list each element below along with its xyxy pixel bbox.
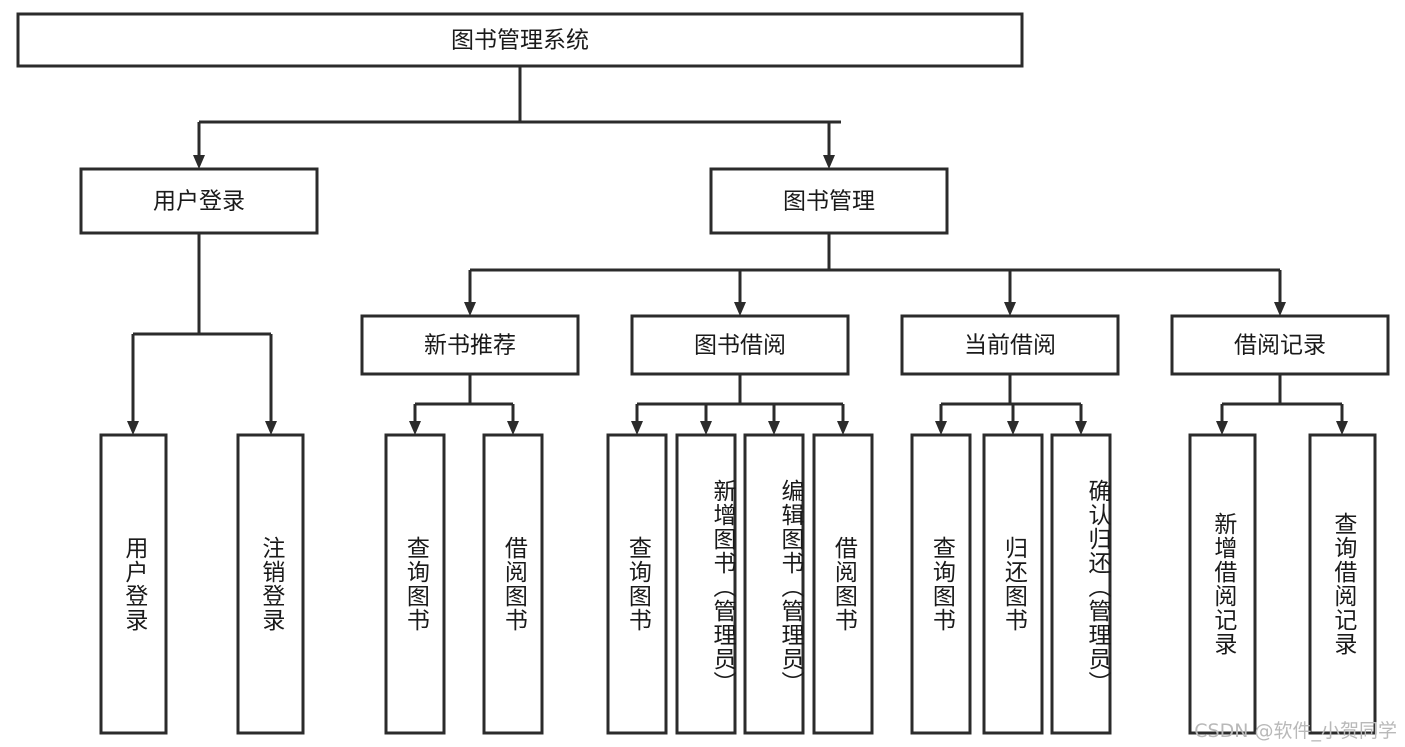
node-book-management[interactable]: 图书管理	[709, 167, 949, 235]
node-current-borrow[interactable]: 当前借阅	[900, 314, 1120, 376]
edge-group-user-login	[127, 233, 277, 435]
arrowhead-nb-c1	[409, 421, 421, 435]
arrowhead-cb-c1	[935, 421, 947, 435]
arrowhead-bb-c4	[837, 421, 849, 435]
node-borrow-record-box[interactable]	[1170, 314, 1390, 376]
edge-group-new-book	[409, 374, 519, 435]
node-root-label: 图书管理系统	[451, 28, 589, 54]
arrowhead-bb-c2	[700, 421, 712, 435]
edge-group-root	[193, 66, 841, 169]
node-new-book-recommend[interactable]: 新书推荐	[360, 314, 580, 376]
arrowhead-cb-c3	[1075, 421, 1087, 435]
arrowhead-bm-c1	[464, 302, 476, 316]
arrowhead-login	[193, 155, 205, 169]
node-current-borrow-box[interactable]	[900, 314, 1120, 376]
edge-group-book-mgmt	[464, 233, 1286, 316]
arrowhead-bb-c1	[631, 421, 643, 435]
arrowhead-cb-c2	[1007, 421, 1019, 435]
leaf-box-query-book-nb[interactable]	[384, 433, 446, 735]
leaf-box-user-login[interactable]	[99, 433, 168, 735]
leaf-box-borrow-book-nb[interactable]	[482, 433, 544, 735]
node-book-borrow[interactable]: 图书借阅	[630, 314, 850, 376]
node-root[interactable]: 图书管理系统	[16, 12, 1024, 68]
node-new-book-recommend-label: 新书推荐	[424, 333, 516, 359]
edge-group-book-borrow	[631, 374, 849, 435]
leaf-box-query-book-cb[interactable]	[910, 433, 972, 735]
leaf-box-confirm-return-admin[interactable]	[1050, 433, 1112, 735]
leaf-box-logout[interactable]	[236, 433, 305, 735]
leaf-box-borrow-book-bb[interactable]	[812, 433, 874, 735]
leaf-box-return-book[interactable]	[982, 433, 1044, 735]
arrowhead-bb-c3	[768, 421, 780, 435]
node-current-borrow-label: 当前借阅	[964, 333, 1056, 359]
arrowhead-login-c1	[127, 421, 139, 435]
arrowhead-br-c2	[1336, 421, 1348, 435]
arrowhead-nb-c2	[507, 421, 519, 435]
node-borrow-record-label: 借阅记录	[1234, 333, 1326, 359]
node-book-management-box[interactable]	[709, 167, 949, 235]
leaf-box-edit-book-admin[interactable]	[743, 433, 805, 735]
node-book-borrow-box[interactable]	[630, 314, 850, 376]
node-root-box[interactable]	[16, 12, 1024, 68]
node-book-management-label: 图书管理	[783, 189, 875, 215]
edge-group-borrow-record	[1216, 374, 1348, 435]
node-new-book-recommend-box[interactable]	[360, 314, 580, 376]
edge-group-current-borrow	[935, 374, 1087, 435]
leaf-box-query-book-bb[interactable]	[606, 433, 668, 735]
arrowhead-bm-c4	[1274, 302, 1286, 316]
arrowhead-bm-c2	[734, 302, 746, 316]
node-user-login-label: 用户登录	[153, 189, 245, 215]
node-book-borrow-label: 图书借阅	[694, 333, 786, 359]
leaf-box-add-book-admin[interactable]	[675, 433, 737, 735]
node-user-login[interactable]: 用户登录	[79, 167, 319, 235]
node-user-login-box[interactable]	[79, 167, 319, 235]
node-borrow-record[interactable]: 借阅记录	[1170, 314, 1390, 376]
arrowhead-br-c1	[1216, 421, 1228, 435]
leaf-box-group	[99, 433, 1377, 735]
arrowhead-bm-c3	[1004, 302, 1016, 316]
arrowhead-bookmgmt	[823, 155, 835, 169]
arrowhead-login-c2	[265, 421, 277, 435]
leaf-box-query-borrow-record[interactable]	[1308, 433, 1377, 735]
leaf-box-add-borrow-record[interactable]	[1188, 433, 1257, 735]
